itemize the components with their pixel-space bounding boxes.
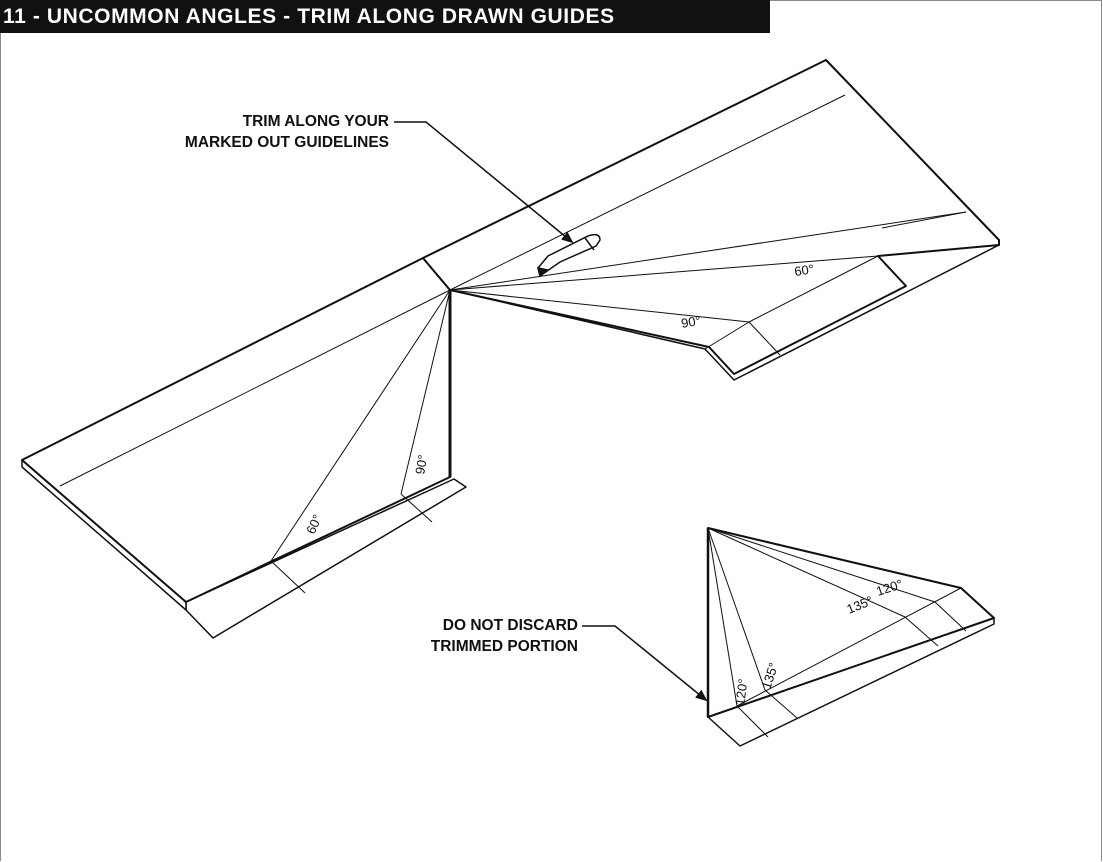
- guide-lines: [59, 94, 967, 603]
- left-fold-line: [59, 289, 451, 487]
- keep-callout: DO NOT DISCARD TRIMMED PORTION: [431, 615, 578, 657]
- left-flap-fold-2: [185, 560, 272, 603]
- upper-flap-cut: [748, 321, 781, 356]
- guide-60-left: [270, 289, 451, 562]
- angle-label-120-piece-left: 120°: [732, 678, 751, 707]
- trim-callout-line2: MARKED OUT GUIDELINES: [184, 134, 389, 151]
- piece-guide-135: [707, 527, 906, 618]
- left-board-face: [21, 257, 451, 603]
- keep-leader-arrow: [582, 625, 708, 702]
- trim-callout: TRIM ALONG YOUR MARKED OUT GUIDELINES: [185, 111, 389, 153]
- knife-blade: [536, 267, 550, 278]
- piece-guide-120-left: [707, 527, 738, 707]
- piece-cut-4: [934, 601, 967, 632]
- left-flap-cut: [270, 560, 306, 594]
- guide-90-left: [400, 289, 451, 495]
- upper-guide-a: [881, 211, 967, 229]
- keep-callout-line2: TRIMMED PORTION: [430, 638, 578, 655]
- guide-60-upper: [449, 255, 879, 291]
- upper-flap-fold-2: [748, 255, 879, 323]
- piece-guide-135-left: [707, 527, 766, 691]
- trimmed-piece: [706, 527, 995, 747]
- trim-callout-line1: TRIM ALONG YOUR: [242, 113, 389, 130]
- left-flap-fold: [270, 476, 451, 562]
- piece-cut-1: [736, 705, 769, 738]
- upper-fold-line: [449, 94, 846, 291]
- knife-grip-line: [584, 237, 595, 251]
- upper-guide-b: [449, 211, 967, 291]
- upper-flap-cut-2: [877, 255, 907, 287]
- guide-90-upper: [449, 289, 750, 323]
- piece-fold: [736, 587, 962, 707]
- trim-leader-arrow: [394, 121, 574, 244]
- callout-leaders: [394, 121, 708, 702]
- piece-cut-2: [764, 689, 798, 719]
- piece-cut-3: [904, 616, 939, 647]
- piece-guide-120: [707, 527, 936, 603]
- utility-knife-icon: [536, 233, 601, 278]
- upper-board-edge: [449, 244, 1000, 381]
- piece-guides: [707, 527, 967, 738]
- angle-label-90-upper: 90°: [680, 313, 702, 331]
- upper-board-face: [422, 59, 1000, 375]
- angle-label-90-left: 90°: [412, 454, 430, 476]
- keep-callout-line1: DO NOT DISCARD: [442, 617, 578, 634]
- upper-flap-fold: [704, 321, 750, 350]
- angle-label-60-upper: 60°: [793, 261, 815, 279]
- left-flap-cut-2: [400, 493, 433, 523]
- corner-score: [422, 257, 451, 291]
- main-board: [21, 59, 1000, 639]
- page-title: 11 - UNCOMMON ANGLES - TRIM ALONG DRAWN …: [0, 0, 770, 33]
- knife-body: [537, 233, 601, 278]
